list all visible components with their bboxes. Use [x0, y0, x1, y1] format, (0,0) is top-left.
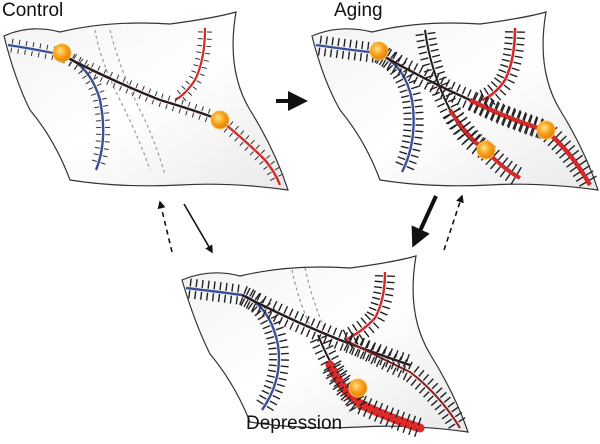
hatch-tick [366, 54, 367, 62]
hatch-tick [202, 280, 203, 288]
aging-ball [370, 42, 388, 60]
arrow-control-to-depression [184, 204, 212, 252]
hatch-tick [386, 288, 394, 289]
arrow-aging-to-depression [414, 196, 436, 244]
depression-sheet [182, 256, 468, 432]
hatch-tick [504, 43, 512, 44]
hatch-tick [196, 279, 197, 287]
control-landscape [4, 12, 288, 190]
depression-ball [349, 379, 367, 397]
hatch-tick [360, 53, 361, 61]
hatch-tick [387, 282, 395, 283]
arrow-depression-to-aging [444, 196, 462, 250]
aging-ball [477, 141, 495, 159]
hatch-tick [190, 279, 191, 287]
depression-landscape [182, 256, 468, 437]
hatch-tick [281, 366, 289, 367]
hatch-tick [213, 293, 214, 301]
depression-label: Depression [246, 413, 342, 435]
aging-sheet [312, 12, 598, 190]
hatch-tick [516, 44, 524, 45]
hatch-tick [195, 291, 196, 299]
hatch-tick [220, 282, 221, 290]
hatch-tick [354, 52, 355, 60]
hatch-tick [104, 113, 109, 114]
hatch-tick [403, 130, 411, 131]
hatch-tick [201, 292, 202, 300]
hatch-tick [280, 347, 288, 348]
hatch-tick [197, 45, 202, 46]
hatch-tick [415, 131, 423, 132]
hatch-tick [206, 46, 211, 47]
hatch-tick [219, 294, 220, 302]
hatch-tick [207, 293, 208, 301]
hatch-tick [374, 287, 382, 288]
control-ball [53, 44, 71, 62]
hatch-tick [269, 365, 277, 366]
aging-ball [537, 121, 555, 139]
hatch-tick [214, 281, 215, 289]
arrow-depression-to-control [160, 202, 172, 252]
hatch-tick [375, 281, 383, 282]
hatch-tick [415, 106, 423, 107]
hatch-tick [268, 348, 276, 349]
control-ball [211, 111, 229, 129]
hatch-tick [368, 42, 369, 50]
hatch-tick [356, 40, 357, 48]
hatch-tick [362, 41, 363, 49]
hatch-tick [208, 281, 209, 289]
hatch-tick [403, 107, 411, 108]
aging-landscape [312, 12, 598, 190]
control-label: Control [2, 0, 63, 22]
hatch-tick [189, 290, 190, 298]
hatch-tick [95, 114, 100, 115]
aging-label: Aging [334, 0, 383, 22]
